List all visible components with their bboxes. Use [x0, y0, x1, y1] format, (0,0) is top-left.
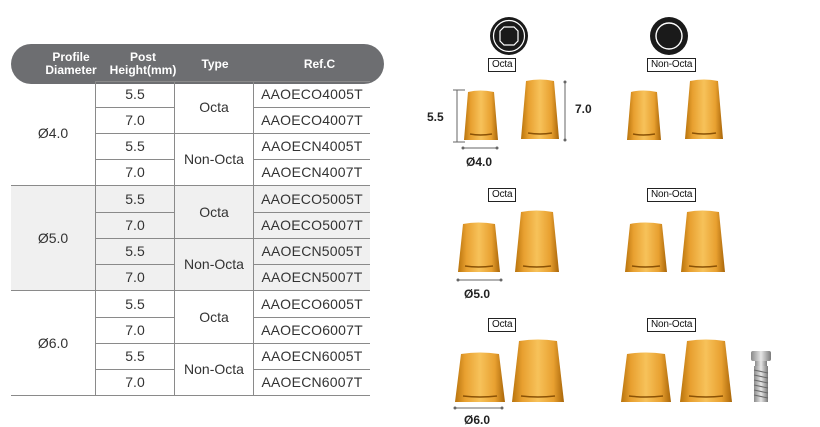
post-height-cell: 5.5: [95, 81, 174, 107]
abutment-octa-short: [458, 222, 500, 272]
ref-cell: AAOECO5005T: [253, 186, 370, 212]
dimension-lines-row1: [453, 80, 567, 150]
post-height-cell: 5.5: [95, 343, 174, 369]
table-body: Ø4.0 5.5 7.0 5.5 7.0 Octa Non-Octa AAOEC…: [11, 81, 370, 396]
table-header: Profile Diameter Post Height(mm) Type Re…: [11, 44, 384, 84]
post-height-cell: 7.0: [95, 107, 174, 133]
spec-table: Profile Diameter Post Height(mm) Type Re…: [11, 44, 384, 84]
ref-cell: AAOECO6007T: [253, 317, 370, 343]
abutment-non-octa-tall: [681, 210, 725, 272]
dim-diameter-4: Ø4.0: [466, 155, 493, 169]
dim-diameter-6: Ø6.0: [464, 413, 491, 427]
table-group-d4: Ø4.0 5.5 7.0 5.5 7.0 Octa Non-Octa AAOEC…: [11, 81, 370, 185]
octa-connection-icon: [490, 17, 528, 55]
type-cell: Non-Octa: [174, 238, 253, 290]
type-cell: Octa: [174, 81, 253, 133]
dim-diameter-5: Ø5.0: [464, 287, 491, 301]
abutment-non-octa-short: [627, 90, 661, 140]
non-octa-label: Non-Octa: [647, 58, 697, 72]
type-cell: Non-Octa: [174, 133, 253, 185]
post-height-cell: 7.0: [95, 369, 174, 395]
post-height-cell: 7.0: [95, 264, 174, 290]
diameter-cell: Ø4.0: [37, 125, 69, 141]
post-height-cell: 5.5: [95, 291, 174, 317]
diameter-cell: Ø5.0: [37, 230, 69, 246]
dimension-line-row2: [456, 278, 503, 282]
header-type: Type: [201, 56, 229, 71]
octa-label: Octa: [488, 318, 517, 332]
abutment-octa-tall: [521, 79, 559, 139]
dim-height-tall: 7.0: [575, 102, 592, 116]
abutment-octa-tall: [515, 210, 559, 272]
header-post-height: Post Height(mm): [109, 50, 177, 77]
abutment-octa-tall: [512, 339, 564, 402]
abutment-octa-short: [455, 352, 505, 402]
ref-cell: AAOECO6005T: [253, 291, 370, 317]
header-profile-diameter: Profile Diameter: [45, 50, 97, 77]
ref-cell: AAOECO4007T: [253, 107, 370, 133]
abutment-non-octa-short: [621, 352, 671, 402]
post-height-cell: 7.0: [95, 317, 174, 343]
non-octa-connection-icon: [650, 17, 688, 55]
dim-height-short: 5.5: [427, 110, 444, 124]
ref-cell: AAOECN5005T: [253, 238, 370, 264]
ref-cell: AAOECO5007T: [253, 212, 370, 238]
type-cell: Non-Octa: [174, 343, 253, 395]
ref-cell: AAOECN5007T: [253, 264, 370, 290]
screw-icon: [751, 351, 771, 402]
abutment-non-octa-short: [625, 222, 667, 272]
post-height-cell: 7.0: [95, 159, 174, 185]
table-group-d5: Ø5.0 5.5 7.0 5.5 7.0 Octa Non-Octa AAOEC…: [11, 186, 370, 290]
ref-cell: AAOECN6007T: [253, 369, 370, 395]
ref-cell: AAOECN4005T: [253, 133, 370, 159]
ref-cell: AAOECN6005T: [253, 343, 370, 369]
post-height-cell: 5.5: [95, 133, 174, 159]
abutment-non-octa-tall: [680, 339, 732, 402]
non-octa-label: Non-Octa: [647, 318, 697, 332]
octa-label: Octa: [488, 58, 517, 72]
octa-label: Octa: [488, 188, 517, 202]
header-ref: Ref.C: [303, 56, 336, 71]
abutment-non-octa-tall: [685, 79, 723, 139]
post-height-cell: 5.5: [95, 238, 174, 264]
type-cell: Octa: [174, 291, 253, 343]
ref-cell: AAOECO4005T: [253, 81, 370, 107]
post-height-cell: 5.5: [95, 186, 174, 212]
non-octa-label: Non-Octa: [647, 188, 697, 202]
abutment-octa-short: [464, 90, 498, 140]
table-group-d6: Ø6.0 5.5 7.0 5.5 7.0 Octa Non-Octa AAOEC…: [11, 291, 370, 395]
diameter-cell: Ø6.0: [37, 335, 69, 351]
type-cell: Octa: [174, 186, 253, 238]
ref-cell: AAOECN4007T: [253, 159, 370, 185]
dimension-line-row3: [453, 406, 504, 410]
post-height-cell: 7.0: [95, 212, 174, 238]
